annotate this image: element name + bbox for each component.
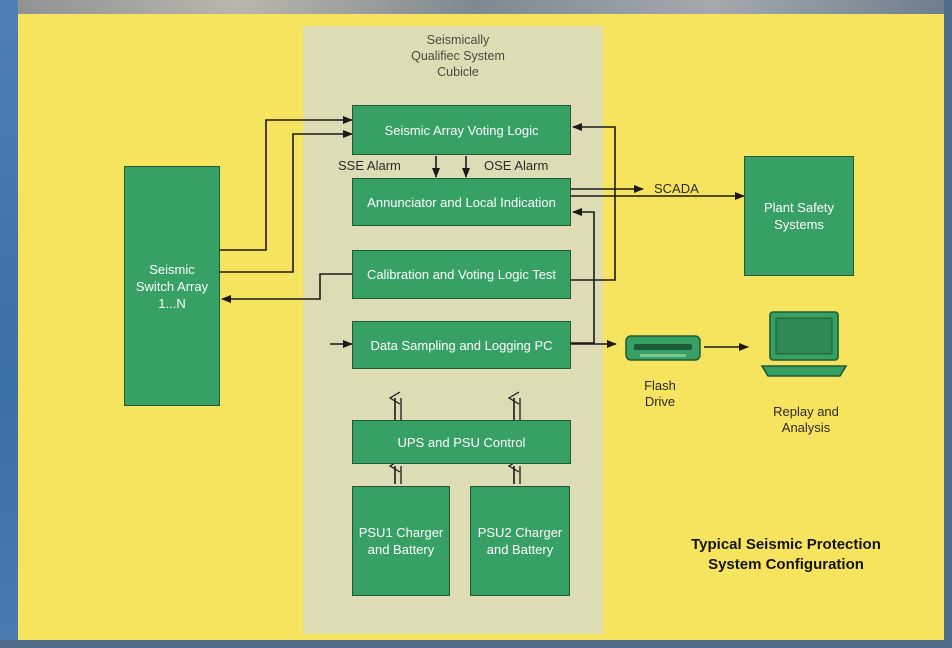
flash-drive-label: Flash Drive: [644, 378, 676, 409]
calibration-to-switch-line: [221, 273, 352, 303]
calibration-feedback-line: [571, 123, 616, 281]
image-frame-bottom: [0, 640, 952, 648]
psu2-block: PSU2 Charger and Battery: [470, 486, 570, 596]
plant-safety-block: Plant Safety Systems: [744, 156, 854, 276]
logging-feedback-line: [571, 208, 595, 344]
annunciator-block: Annunciator and Local Indication: [352, 178, 571, 226]
switch-to-voting-line-1: [220, 116, 353, 251]
image-frame-left: [0, 0, 18, 648]
diagram-caption: Typical Seismic Protection System Config…: [691, 536, 881, 573]
replay-analysis-label: Replay and Analysis: [773, 404, 839, 435]
psu1-block: PSU1 Charger and Battery: [352, 486, 450, 596]
voting-logic-block: Seismic Array Voting Logic: [352, 105, 571, 155]
scada-label: SCADA: [654, 181, 699, 196]
flash-drive-icon: [625, 335, 701, 361]
connector-lines: [220, 116, 848, 484]
switch-array-block: Seismic Switch Array 1...N: [124, 166, 220, 406]
image-frame-top: [0, 0, 952, 14]
laptop-icon: [760, 311, 848, 377]
data-logging-block: Data Sampling and Logging PC: [352, 321, 571, 369]
ose-alarm-label: OSE Alarm: [484, 158, 549, 173]
switch-to-voting-line-2: [220, 130, 353, 273]
cubicle-title: Seismically Qualifiec System Cubicle: [411, 33, 505, 79]
ups-control-block: UPS and PSU Control: [352, 420, 571, 464]
calibration-block: Calibration and Voting Logic Test: [352, 250, 571, 299]
sse-alarm-label: SSE Alarm: [338, 158, 401, 173]
image-frame-right: [944, 0, 952, 648]
diagram-canvas: Seismically Qualifiec System Cubicle: [18, 14, 944, 640]
